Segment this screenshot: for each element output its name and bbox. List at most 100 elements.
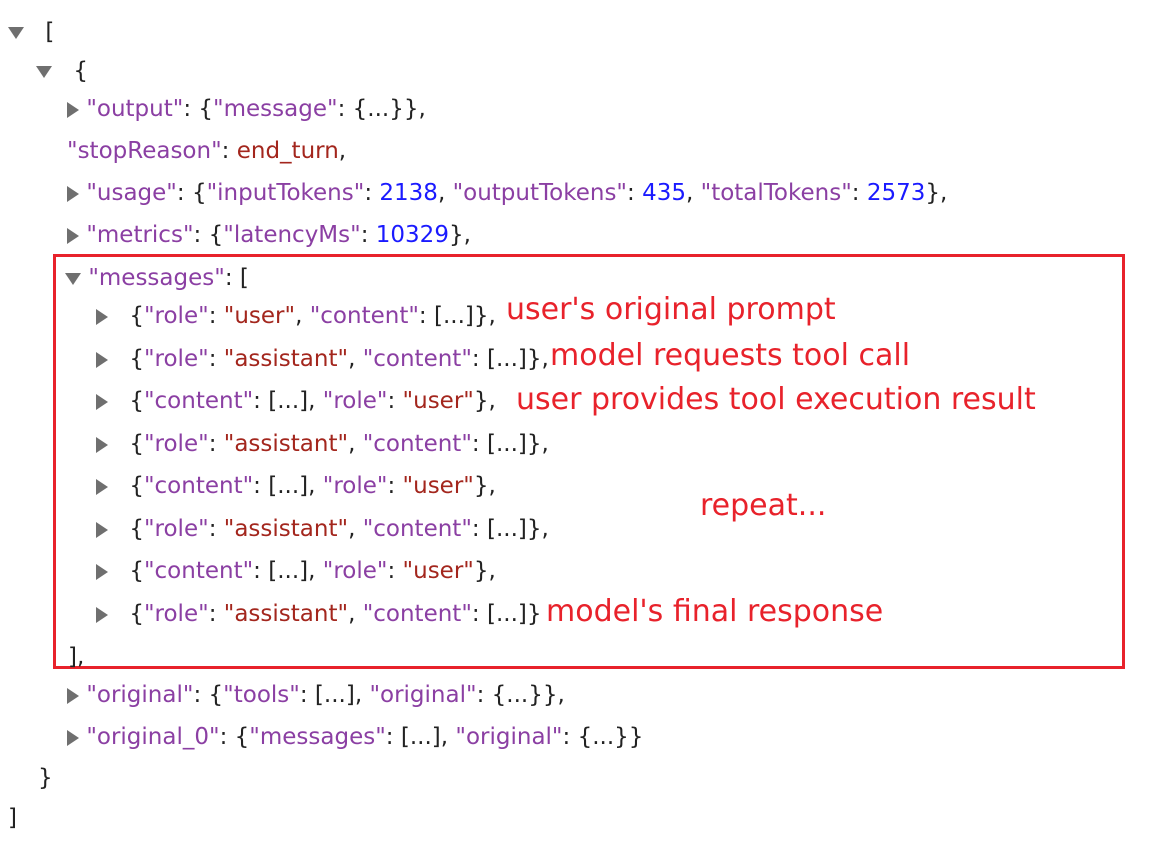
separator: :: [471, 516, 487, 542]
message-item[interactable]: {"role": "user", "content": [...]},: [96, 301, 496, 331]
triangle-right-icon[interactable]: [96, 478, 108, 495]
separator: :: [253, 558, 269, 584]
separator: :: [193, 682, 209, 708]
separator: :: [385, 724, 401, 750]
collapsed-object: {...}: [491, 682, 543, 708]
item-value: [...]: [433, 303, 474, 329]
collapsed-object: {...}: [352, 96, 404, 122]
item-key: "role": [143, 346, 209, 372]
triangle-right-icon[interactable]: [67, 101, 79, 118]
brace: },: [473, 303, 496, 329]
triangle-right-icon[interactable]: [67, 227, 79, 244]
triangle-down-icon[interactable]: [8, 26, 24, 39]
messages-close-row: ],: [68, 642, 84, 672]
collapsed-object: {...}: [577, 724, 629, 750]
root-close-bracket: ]: [8, 805, 17, 831]
item-key: "role": [143, 303, 209, 329]
message-item[interactable]: {"content": [...], "role": "user"},: [96, 556, 496, 586]
separator: :: [193, 222, 209, 248]
triangle-down-icon[interactable]: [36, 65, 52, 78]
separator: :: [208, 431, 224, 457]
separator: :: [360, 222, 376, 248]
object-open-brace: {: [73, 58, 88, 84]
item-key: "content": [362, 601, 472, 627]
triangle-right-icon[interactable]: [96, 351, 108, 368]
item-key: "content": [143, 473, 254, 499]
triangle-right-icon[interactable]: [96, 606, 108, 623]
message-item[interactable]: {"content": [...], "role": "user"},: [96, 386, 496, 416]
message-item[interactable]: {"role": "assistant", "content": [...]},: [96, 514, 549, 544]
object-close-row: }: [38, 763, 53, 793]
comma: ,: [354, 682, 370, 708]
item-value: "assistant": [223, 601, 349, 627]
message-item[interactable]: {"role": "assistant", "content": [...]},: [96, 344, 549, 374]
messages-row[interactable]: "messages": [: [65, 263, 249, 293]
comma: ,: [295, 303, 310, 329]
brace: },: [526, 516, 549, 542]
item-key: "role": [322, 558, 388, 584]
triangle-right-icon[interactable]: [67, 687, 79, 704]
separator: :: [208, 516, 224, 542]
separator: :: [224, 265, 240, 291]
item-value: [...]: [486, 346, 527, 372]
brace: {: [208, 682, 224, 708]
root-object-row: {: [36, 56, 88, 86]
original-0-row[interactable]: "original_0": {"messages": [...], "origi…: [67, 722, 643, 752]
item-key: "content": [309, 303, 419, 329]
messages-highlight-box: [53, 254, 1125, 669]
total-tokens-key: "totalTokens": [700, 180, 852, 206]
triangle-right-icon[interactable]: [96, 521, 108, 538]
root-close-row: ]: [8, 803, 17, 833]
separator: :: [471, 601, 487, 627]
brace: {: [129, 516, 144, 542]
brace: },: [526, 431, 549, 457]
usage-row[interactable]: "usage": {"inputTokens": 2138, "outputTo…: [67, 178, 947, 208]
metrics-row[interactable]: "metrics": {"latencyMs": 10329},: [67, 220, 471, 250]
item-key: "role": [143, 516, 209, 542]
triangle-right-icon[interactable]: [96, 393, 108, 410]
comma: ,: [348, 431, 363, 457]
brace: {: [129, 346, 144, 372]
triangle-right-icon[interactable]: [67, 185, 79, 202]
input-tokens-value: 2138: [379, 180, 438, 206]
triangle-right-icon[interactable]: [96, 563, 108, 580]
stopreason-row: "stopReason": end_turn,: [67, 136, 346, 166]
separator: :: [337, 96, 353, 122]
message-item[interactable]: {"role": "assistant", "content": [...]},: [96, 429, 549, 459]
brace: },: [542, 682, 565, 708]
output-tokens-key: "outputTokens": [452, 180, 628, 206]
latency-value: 10329: [375, 222, 449, 248]
latency-key: "latencyMs": [223, 222, 361, 248]
triangle-right-icon[interactable]: [67, 729, 79, 746]
separator: :: [221, 138, 237, 164]
separator: :: [364, 180, 380, 206]
triangle-right-icon[interactable]: [96, 308, 108, 325]
item-key: "role": [143, 601, 209, 627]
item-value: [...]: [268, 388, 309, 414]
separator: :: [387, 473, 403, 499]
triangle-down-icon[interactable]: [65, 272, 81, 285]
comma: ,: [308, 388, 323, 414]
separator: :: [562, 724, 578, 750]
item-value: "user": [223, 303, 296, 329]
triangle-right-icon[interactable]: [96, 436, 108, 453]
separator: :: [627, 180, 643, 206]
item-key: "role": [322, 473, 388, 499]
original-row[interactable]: "original": {"tools": [...], "original":…: [67, 680, 565, 710]
separator: :: [253, 473, 269, 499]
separator: :: [471, 431, 487, 457]
message-item[interactable]: {"role": "assistant", "content": [...]}: [96, 599, 542, 629]
original-inner-key: "original": [455, 724, 563, 750]
separator: :: [208, 303, 224, 329]
comma: ,: [308, 473, 323, 499]
brace: {: [129, 601, 144, 627]
metrics-key: "metrics": [86, 222, 194, 248]
output-row[interactable]: "output": {"message": {...}},: [67, 94, 426, 124]
message-item[interactable]: {"content": [...], "role": "user"},: [96, 471, 496, 501]
messages-key: "messages": [88, 265, 225, 291]
item-key: "role": [322, 388, 388, 414]
comma: ,: [348, 516, 363, 542]
comma: ,: [348, 346, 363, 372]
brace: }: [628, 724, 644, 750]
item-value: "assistant": [223, 431, 349, 457]
